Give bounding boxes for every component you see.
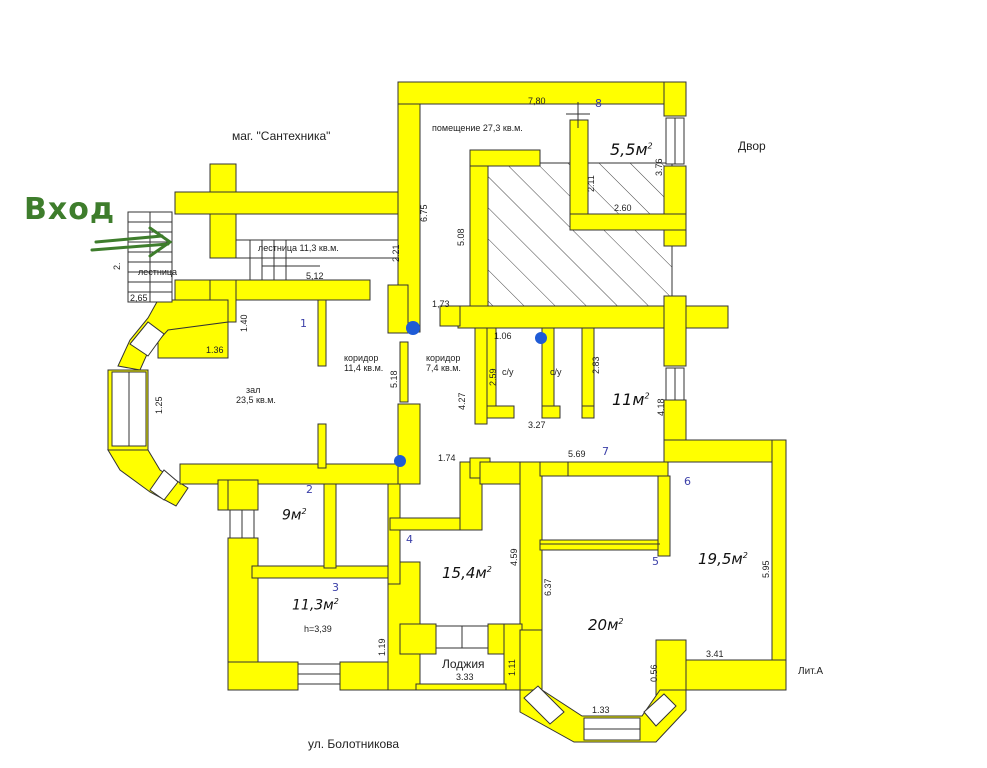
dim-label: 2.11 — [586, 175, 596, 192]
dim-label: 1.74 — [438, 453, 456, 463]
dim-label: 3.27 — [528, 420, 546, 430]
room-area-6: 19,5м2 — [698, 550, 748, 568]
room-label-stair: лестница — [138, 267, 178, 277]
room-label-wc-2: с/у — [550, 367, 562, 377]
room-area-8: 5,5м2 — [610, 140, 653, 159]
dim-label: 1,73 — [432, 299, 450, 309]
dim-label: 4.59 — [509, 548, 519, 566]
dim-label: 2.60 — [614, 203, 632, 213]
entrance-label: Вход — [24, 192, 116, 227]
staircase — [127, 211, 398, 303]
marker-dot — [535, 332, 547, 344]
street-label: ул. Болотникова — [308, 737, 400, 751]
dim-label: 1.25 — [154, 396, 164, 414]
dim-label: 2.59 — [488, 368, 498, 386]
room-area-5: 20м2 — [588, 616, 624, 634]
room-number-8: 8 — [595, 97, 602, 110]
dim-label: 1.40 — [239, 314, 249, 332]
marker-dot — [394, 455, 406, 467]
room-label-wc-1: с/у — [502, 367, 514, 377]
room-number-4: 4 — [406, 533, 413, 546]
entrance-arrow-icon — [90, 226, 173, 258]
door-marks — [262, 102, 660, 579]
room-area-4: 15,4м2 — [442, 564, 492, 582]
dim-label: 2. — [112, 262, 122, 270]
room-number-6: 6 — [684, 475, 691, 488]
room-label-room-8: помещение 27,3 кв.м. — [432, 123, 523, 133]
dim-label: 5.18 — [389, 370, 399, 388]
room-area-corridor-1: 11,4 кв.м. — [344, 363, 384, 373]
room-label-corridor-1: коридор — [344, 353, 379, 363]
room-number-5: 5 — [652, 555, 659, 568]
dim-label: 6.75 — [419, 204, 429, 222]
dim-label: 1.11 — [507, 659, 517, 676]
building-label: Лит.А — [798, 666, 824, 677]
dim-label: 3.33 — [456, 672, 474, 682]
dim-label: 5.95 — [761, 560, 771, 578]
dim-label: 4.18 — [656, 398, 666, 416]
room-area-7: 11м2 — [612, 390, 650, 409]
dim-label: 4.27 — [457, 392, 467, 410]
dim-label: 2,65 — [130, 293, 148, 303]
shop-label: маг. "Сантехника" — [232, 129, 331, 143]
dim-label: 1.19 — [377, 638, 387, 656]
marker-dot — [406, 321, 420, 335]
dim-label: 3.41 — [706, 649, 724, 659]
room-label-stair-hall: лестница 11,3 кв.м. — [258, 243, 339, 253]
dim-label: 2.21 — [391, 244, 401, 262]
dim-label: 1.06 — [494, 331, 512, 341]
dim-label: 0.56 — [649, 664, 659, 682]
dim-label: 1.36 — [206, 345, 224, 355]
room-number-7: 7 — [602, 445, 609, 458]
room-number-2: 2 — [306, 483, 313, 496]
room-area-3: 11,3м2 — [292, 597, 339, 614]
room-area-hall: 23,5 кв.м. — [236, 395, 276, 405]
dim-label: 5.69 — [568, 449, 586, 459]
dim-label: 1.33 — [592, 705, 610, 715]
room-area-corridor-2: 7,4 кв.м. — [426, 363, 461, 373]
room-ceiling-height: h=3,39 — [304, 624, 332, 634]
room-area-2: 9м2 — [282, 507, 307, 524]
room-number-1: 1 — [300, 317, 307, 330]
room-number-3: 3 — [332, 581, 339, 594]
dim-label: 2.83 — [591, 356, 601, 374]
room-label-corridor-2: коридор — [426, 353, 461, 363]
windows — [111, 117, 685, 741]
dim-label: 5.08 — [456, 228, 466, 246]
room-label-hall: зал — [246, 385, 261, 395]
dim-label: 6.37 — [543, 578, 553, 596]
yard-label: Двор — [738, 139, 766, 153]
dim-label: 3.76 — [654, 158, 664, 176]
dim-label: 5,12 — [306, 271, 324, 281]
dim-label: 7,80 — [528, 96, 546, 106]
room-label-loggia: Лоджия — [442, 657, 485, 671]
